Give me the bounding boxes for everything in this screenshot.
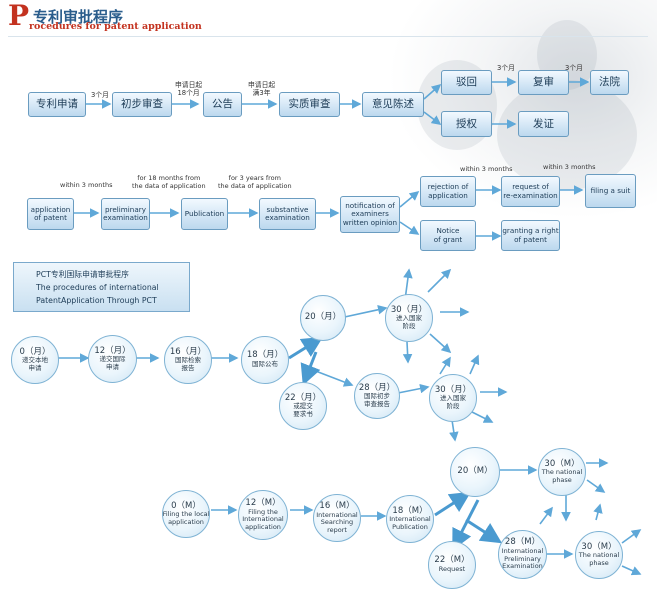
circle-en-0: 0（M）Filing the local application xyxy=(162,490,210,538)
label-cn-3-months-1: 3个月 xyxy=(91,91,109,99)
pct-title-box: PCT专利国际申请审批程序 The procedures of internat… xyxy=(13,262,190,312)
circle-cn-28: 28（月）国际初步 审查报告 xyxy=(354,373,400,419)
circle-en-18: 18（M）International Publication xyxy=(386,495,434,543)
label-en-within-3-months-1: within 3 months xyxy=(60,181,113,189)
circle-cn-18: 18（月）国际公布 xyxy=(241,336,289,384)
label-en-3-years: for 3 years from the data of application xyxy=(218,174,292,190)
page-subtitle: rocedures for patent application xyxy=(29,21,202,32)
label-cn-18-months: 申请日起 18个月 xyxy=(175,81,203,98)
circle-en-30-bottom: 30（M）The national phase xyxy=(575,531,623,579)
circle-cn-20: 20（月） xyxy=(300,295,346,341)
circle-cn-16: 16（月）国际检索 报告 xyxy=(164,336,212,384)
label-cn-3-months-3: 3个月 xyxy=(565,64,583,72)
box-en-suit: filing a suit xyxy=(585,174,636,208)
label-cn-3-months-2: 3个月 xyxy=(497,64,515,72)
pct-title-en-1: The procedures of international xyxy=(36,283,159,292)
pct-title-cn: PCT专利国际申请审批程序 xyxy=(36,270,129,279)
box-cn-court: 法院 xyxy=(590,70,629,95)
box-en-opinion: notification of examiners written opinio… xyxy=(340,196,400,233)
circle-cn-12: 12（月）递交国际 申请 xyxy=(88,335,137,383)
page-title: 专利审批程序 xyxy=(33,8,124,26)
box-cn-grant: 授权 xyxy=(441,111,492,137)
circle-cn-30-top: 30（月）进入国家 阶段 xyxy=(385,294,433,342)
circle-en-28: 28（M）International Preliminary Examinati… xyxy=(498,530,547,579)
label-en-within-3-months-2: within 3 months xyxy=(460,165,513,173)
header-divider xyxy=(8,36,648,37)
box-cn-publication: 公告 xyxy=(203,92,242,117)
circle-cn-22: 22（月）或提交 要求书 xyxy=(279,382,327,430)
box-cn-application: 专利申请 xyxy=(28,92,86,117)
circle-en-22: 22（M）Request xyxy=(428,541,476,589)
box-en-reexam: request of re-examination xyxy=(501,176,560,207)
circle-cn-0: 0（月）递交本地 申请 xyxy=(11,336,59,384)
box-cn-certificate: 发证 xyxy=(518,111,569,137)
circle-en-30-top: 30（M）The national phase xyxy=(538,448,586,496)
title-initial: P xyxy=(8,0,30,32)
box-en-right: granting a right of patent xyxy=(501,220,560,251)
box-cn-substantive: 实质审查 xyxy=(279,92,340,117)
box-cn-rejection: 驳回 xyxy=(441,70,492,95)
label-en-18-months: for 18 months from the data of applicati… xyxy=(132,174,206,190)
circle-cn-30-bottom: 30（月）进入国家 阶段 xyxy=(429,374,477,422)
box-en-grant: Notice of grant xyxy=(420,220,476,251)
circle-en-20: 20（M） xyxy=(450,447,500,497)
box-cn-reexam: 复审 xyxy=(518,70,569,95)
label-cn-3-years: 申请日起 满3年 xyxy=(248,81,276,98)
circle-en-16: 16（M）International Searching report xyxy=(313,494,361,542)
box-cn-opinion: 意见陈述 xyxy=(362,92,424,117)
circle-en-12: 12（M）Filing the International applicatio… xyxy=(238,490,288,540)
box-cn-preliminary: 初步审查 xyxy=(112,92,172,117)
box-en-publication: Publication xyxy=(181,198,228,230)
box-en-application: application of patent xyxy=(27,198,74,230)
label-en-within-3-months-3: within 3 months xyxy=(543,163,596,171)
box-en-rejection: rejection of application xyxy=(420,176,476,207)
pct-title-en-2: PatentApplication Through PCT xyxy=(36,296,157,305)
box-en-preliminary: preliminary examination xyxy=(101,198,150,230)
box-en-substantive: substantive examination xyxy=(259,198,316,230)
